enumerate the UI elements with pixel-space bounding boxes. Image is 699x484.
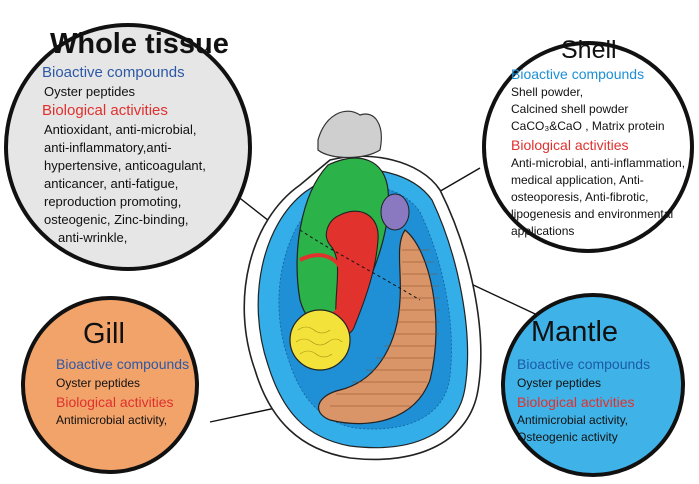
whole-tissue-activity-line: osteogenic, Zinc-binding,: [44, 212, 189, 227]
whole-tissue-bubble: [4, 23, 252, 271]
shell-activity-line: medical application, Anti-: [511, 173, 644, 187]
gill-compounds-heading: Bioactive compounds: [56, 356, 190, 372]
whole-tissue-activity-line: anti-wrinkle,: [58, 230, 128, 245]
gill-activities-heading: Biological activities: [56, 394, 174, 410]
whole-tissue-activity-line: Antioxidant, anti-microbial,: [44, 122, 197, 137]
gill-activity-line: Antimicrobial activity,: [56, 413, 168, 427]
gill-compound-line: Oyster peptides: [56, 376, 141, 390]
gill-hatching: [330, 249, 440, 407]
shell-activity-line: lipogenesis and environmental: [511, 207, 674, 221]
mantle-compounds-heading: Bioactive compounds: [517, 356, 651, 372]
gill-bubble: [21, 296, 199, 474]
oyster-umbo: [317, 110, 382, 159]
shell-activities-heading: Biological activities: [511, 137, 629, 153]
gill-band: [317, 229, 437, 425]
shell-title: Shell: [561, 36, 617, 64]
mantle-activity-line: Osteogenic activity: [517, 430, 618, 444]
shell-compound-line: Calcined shell powder: [511, 102, 629, 116]
mantle-bubble: [501, 293, 685, 477]
mantle-title: Mantle: [531, 316, 619, 348]
shell-activity-line: osteoporesis, Anti-fibrotic,: [511, 190, 649, 204]
whole-tissue-activity-line: reproduction promoting,: [44, 194, 182, 209]
mantle-activities-heading: Biological activities: [517, 394, 635, 410]
whole-tissue-activity-line: hypertensive, anticoagulant,: [44, 158, 206, 173]
whole-tissue-compounds-heading: Bioactive compounds: [42, 64, 185, 81]
shell-activity-line: applications: [511, 224, 575, 238]
whole-tissue-title: Whole tissue: [50, 28, 229, 60]
gonad: [289, 309, 351, 371]
shell-compound-line: Shell powder,: [511, 85, 584, 99]
shell-compounds-heading: Bioactive compounds: [511, 66, 645, 82]
shell-compound-line: CaCO₃&CaO , Matrix protein: [511, 119, 665, 133]
shell-activity-line: Anti-microbial, anti-inflammation,: [511, 156, 686, 170]
adductor-muscle: [380, 193, 410, 231]
mantle-compound-line: Oyster peptides: [517, 376, 602, 390]
whole-tissue-compound-line: Oyster peptides: [44, 84, 136, 99]
whole-tissue-activities-heading: Biological activities: [42, 102, 168, 119]
shell-bubble: [482, 41, 694, 253]
mantle-activity-line: Antimicrobial activity,: [517, 413, 629, 427]
whole-tissue-activity-line: anticancer, anti-fatigue,: [44, 176, 179, 191]
gill-title: Gill: [83, 318, 125, 350]
whole-tissue-activity-line: anti-inflammatory,anti-: [44, 140, 172, 155]
